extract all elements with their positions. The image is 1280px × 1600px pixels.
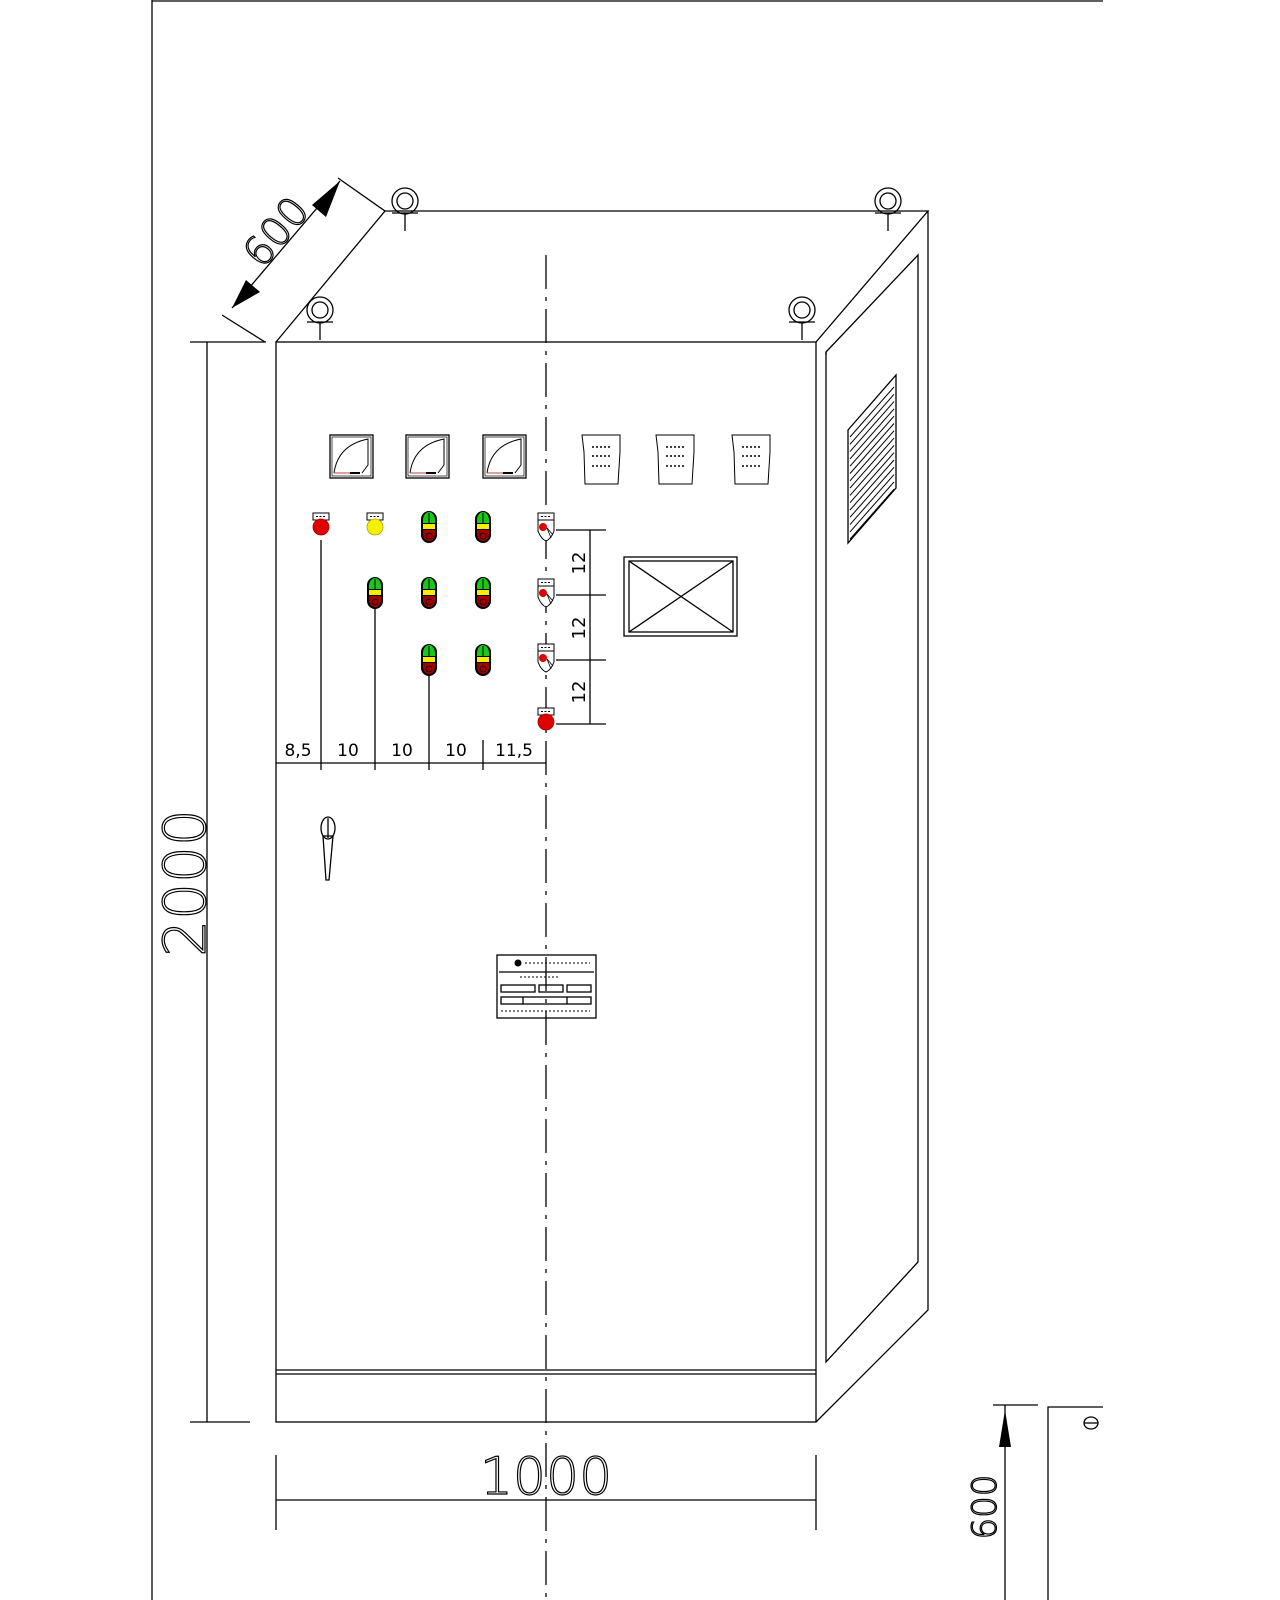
control-buttons [312,511,555,731]
louver-slat [849,437,895,489]
ventilation-louver [847,373,897,545]
louver-slat [849,474,895,525]
side-panel [825,253,919,1364]
ammeters [329,434,527,479]
top-face [275,210,930,343]
selector-switch-icon [537,643,555,673]
side-face [815,211,929,1423]
leader-lines [320,540,484,770]
louver-slat [849,459,895,511]
louver-slat [849,393,895,445]
side-view-dimension: 600 [964,1404,1103,1600]
louver-slat [849,401,895,452]
label-plate [581,434,621,485]
selector-switch-icon [537,512,555,542]
horizontal-spacing-dimension: 8,5 10 10 10 11,5 [276,741,546,764]
eye-bolt-icon [391,187,419,231]
louver-slat [849,481,895,533]
depth-label: 600 [234,188,318,276]
louver-slat [849,430,895,482]
door-handle-icon [320,816,336,881]
louver-slat [849,466,895,518]
width-dimension: 1000 [275,1446,817,1530]
louver-slat [849,415,895,467]
height-dimension: 2000 [150,341,266,1423]
louver-frame [847,373,897,545]
start-stop-pushbutton-icon [421,644,437,676]
eye-bolt-icon [788,296,816,340]
side-depth-label: 600 [965,1475,1005,1540]
louver-slat [849,452,895,504]
louver-slat [849,488,895,540]
start-stop-pushbutton-icon [421,511,437,543]
louver-slat [849,408,895,460]
selector-switch-icon [537,578,555,608]
label-plates [581,434,771,485]
lifting-eye-bolts [306,187,902,340]
vertical-spacing-dimension: 12 12 12 [556,529,606,725]
louver-slat [849,386,895,438]
nameplate [496,954,597,1019]
label-plate [655,434,695,485]
louver-slat [849,445,895,496]
spacing-label: 10 [337,741,359,761]
red-indicator-lamp-icon [312,512,330,536]
eye-bolt-icon [306,296,334,340]
spacing-label: 10 [445,741,467,761]
emergency-stop-lamp-icon [537,707,555,731]
start-stop-pushbutton-icon [475,511,491,543]
height-label: 2000 [151,809,219,957]
label-plate [731,434,771,485]
width-label: 1000 [480,1447,612,1507]
spacing-label: 12 [569,617,590,640]
spacing-label: 11,5 [495,741,533,761]
ammeter-icon [329,434,374,479]
louver-slat [849,423,895,474]
spacing-label: 12 [569,681,590,704]
start-stop-pushbutton-icon [475,644,491,676]
start-stop-pushbutton-icon [367,577,383,609]
eye-bolt-icon [874,187,902,231]
yellow-indicator-lamp-icon [366,512,384,536]
spacing-label: 10 [391,741,413,761]
display-panel [623,556,738,637]
depth-dimension: 600 [221,177,386,343]
start-stop-pushbutton-icon [475,577,491,609]
cabinet-body [275,210,930,1423]
ammeter-icon [482,434,527,479]
start-stop-pushbutton-icon [421,577,437,609]
ammeter-icon [405,434,450,479]
spacing-label: 8,5 [284,741,311,761]
spacing-label: 12 [569,552,590,575]
